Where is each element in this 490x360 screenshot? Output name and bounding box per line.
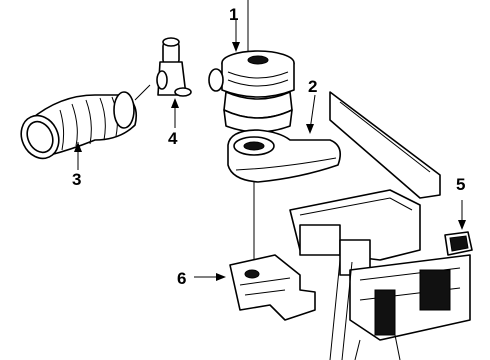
callout-1: 1 [229,5,238,24]
callout-3: 3 [72,170,81,189]
callout-4: 4 [168,129,178,148]
vehicle-body-structure [289,91,471,360]
part-3-intake-hose [20,91,138,160]
part-1-air-cleaner [208,0,295,133]
callout-2: 2 [308,77,317,96]
callout-5: 5 [456,175,465,194]
leader-lines [74,20,466,281]
part-6-bracket [229,254,316,321]
callout-6: 6 [177,269,186,288]
part-2-air-duct [227,129,341,265]
part-5-sensor [444,231,473,256]
part-4-connector [134,37,192,101]
